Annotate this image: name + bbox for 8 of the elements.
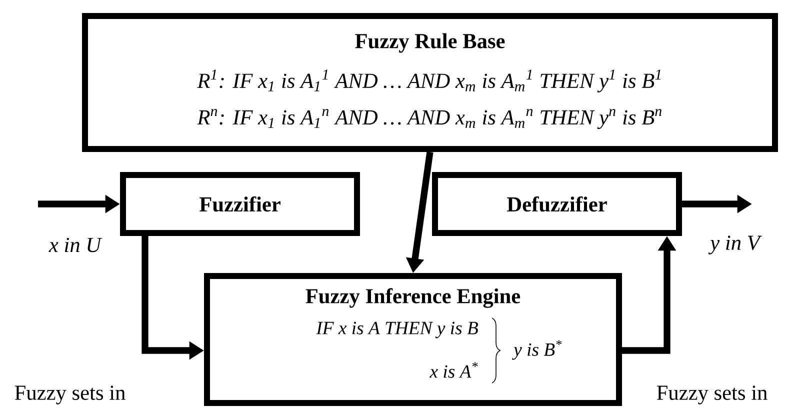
label: x in U	[48, 238, 102, 252]
inference-engine-box: Fuzzy Inference Engine IF x is A THEN y is B x is A$^{*}$ y is B$^{*}$	[204, 273, 622, 406]
label: y in V	[708, 236, 762, 254]
label: Fuzzy sets in	[14, 386, 126, 404]
process-box: Fuzzifier	[120, 172, 360, 236]
rule-base-box: Fuzzy Rule Base R$^{1}$: IF x$_{1}$ is A$_{1}$$^{1}$ AND … AND x$_{m}$ is A$_{m}$$^{1}$ THEN y$^{1}$ is B$^{1}$ R$^{n}$: IF x$_{1}$ is A$_{1}$$^{n}$ AND … AND x$_{m}$ is A$_{m}$$^{n}$ THEN y$^{n}$ is B$^{n}$	[82, 12, 778, 152]
label: Fuzzy sets in	[656, 386, 768, 404]
process-box: Defuzzifier	[432, 172, 682, 236]
